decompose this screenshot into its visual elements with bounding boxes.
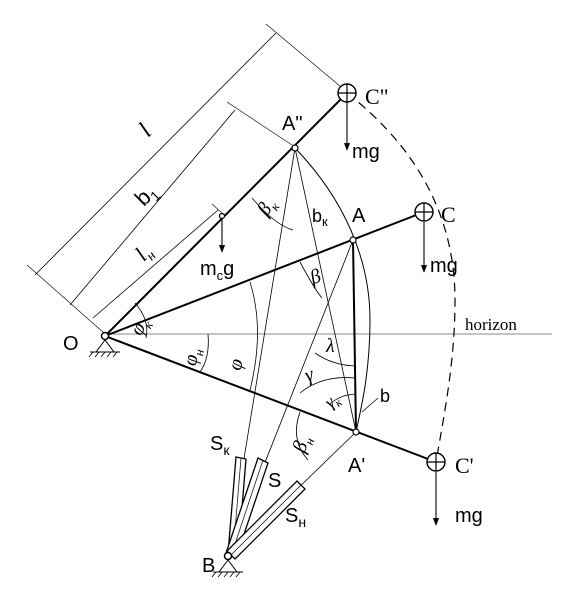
label-c-top: C" [365, 84, 389, 109]
label-gamma: γ [302, 363, 318, 387]
svg-text:φн: φн [179, 346, 207, 368]
angle-arc-phi-n [199, 333, 209, 373]
dimension-l-n [92, 203, 223, 319]
dimension-l [26, 23, 348, 334]
label-mg-mid: mg [430, 255, 458, 277]
mass-symbol-c-low [426, 452, 446, 472]
rod-o-c-low [104, 335, 437, 463]
leader-b [361, 397, 379, 413]
angle-arc-lambda [314, 352, 356, 367]
rod-o-c [104, 211, 425, 337]
line-a-top-a-low [294, 147, 357, 433]
pin-a-low [352, 428, 360, 436]
label-beta-k: βк [252, 193, 283, 222]
mass-symbol-c [414, 202, 434, 222]
label-mcg: mcg [200, 258, 234, 283]
cylinder-s-n [226, 480, 306, 560]
label-phi-n: φн [179, 346, 207, 368]
label-horizon: horizon [465, 315, 517, 334]
label-o: O [63, 333, 79, 355]
pin-a-top [291, 144, 299, 152]
label-b-k: bк [312, 206, 328, 229]
mass-symbol-c-top [337, 83, 357, 103]
label-b1: b1 [130, 179, 164, 213]
label-a-low: A' [348, 455, 365, 477]
angle-arc-beta [299, 261, 323, 299]
svg-text:γк: γк [320, 388, 345, 414]
pin-a [349, 236, 357, 244]
a-trajectory-arc [294, 147, 371, 433]
pin-b [223, 551, 233, 561]
pin-o [100, 331, 110, 341]
label-a: A [352, 205, 366, 227]
label-c-low: C' [455, 453, 474, 478]
angle-arc-phi [249, 281, 258, 391]
ground-support-o [88, 339, 120, 358]
dimension-b1 [69, 101, 296, 306]
label-s-n: Sн [285, 505, 306, 530]
label-s-k: Sк [210, 433, 230, 458]
label-phi: φ [224, 356, 248, 372]
angle-arc-gamma-k [329, 393, 356, 405]
label-s: S [268, 470, 281, 492]
label-mg-low: mg [455, 505, 483, 527]
svg-text:mcg: mcg [200, 258, 234, 283]
svg-text:b1: b1 [130, 179, 164, 213]
label-gamma-k: γк [320, 388, 345, 414]
label-c: C [441, 202, 456, 227]
label-b: b [380, 386, 390, 406]
label-beta-n: βн [288, 432, 317, 457]
label-mg-top: mg [352, 141, 380, 163]
label-lambda: λ [325, 335, 335, 357]
label-b: B [202, 555, 215, 577]
angle-arc-beta-n [296, 411, 309, 461]
rod-o-c-top [104, 92, 348, 337]
label-l: l [134, 119, 157, 142]
angle-arc-gamma [299, 377, 356, 394]
angle-arc-phi-k [134, 302, 148, 339]
c-trajectory-arc [346, 92, 456, 463]
svg-text:βк: βк [252, 193, 283, 222]
pin-mass-center [218, 212, 226, 220]
label-a-top: A" [282, 113, 302, 135]
svg-text:βн: βн [288, 432, 317, 457]
angle-arc-beta-k [251, 197, 294, 231]
ground-support-b [211, 559, 243, 578]
segment-a-a-low [352, 239, 357, 433]
